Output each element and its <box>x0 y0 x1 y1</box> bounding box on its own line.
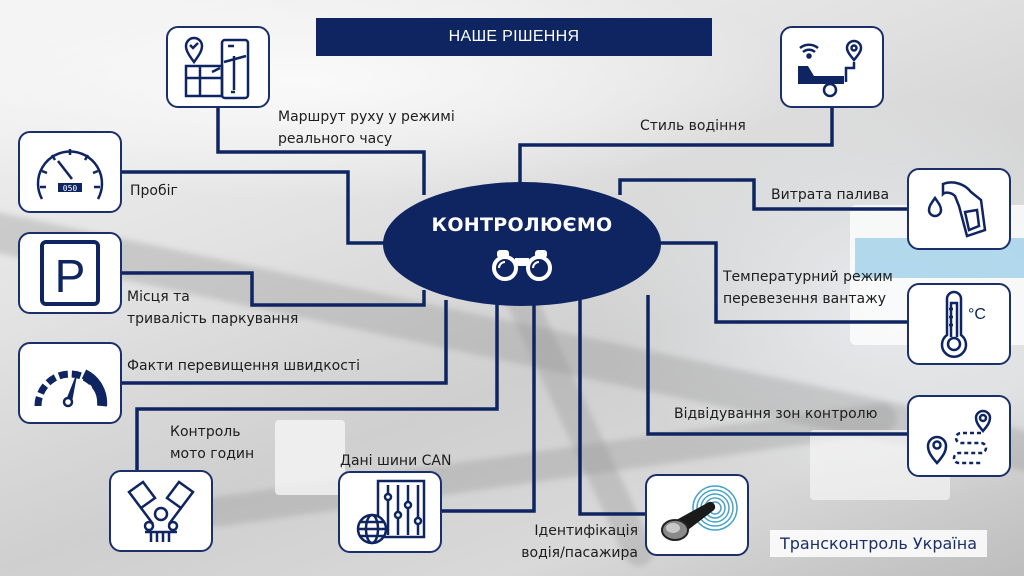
parking-label-line2: тривалість паркування <box>127 311 299 327</box>
temperature-label: Температурний режим перевезення вантажу <box>723 266 893 310</box>
ibutton-key-icon <box>661 485 738 541</box>
id-label-line1: Ідентифікація <box>534 523 638 539</box>
center-label: КОНТРОЛЮЄМО <box>431 214 613 236</box>
brand-name: Трансконтроль Україна <box>770 530 987 557</box>
engine-label: Контроль мото годин <box>170 421 254 465</box>
zones-label: Відвідування зон контролю <box>674 406 878 422</box>
background-truck <box>275 420 345 495</box>
slide-title: НАШЕ РІШЕННЯ <box>316 18 712 56</box>
center-node: КОНТРОЛЮЄМО <box>383 182 661 306</box>
route-label-line1: Маршрут руху у режимі <box>278 109 455 125</box>
odometer-icon: 050 <box>36 149 104 200</box>
mileage-icon-box: 050 <box>18 131 122 213</box>
celsius-unit: °C <box>968 306 986 323</box>
binoculars-icon <box>492 250 552 281</box>
parking-label: Місця та тривалість паркування <box>127 286 298 330</box>
can-bus-icon <box>356 479 426 545</box>
thermometer-icon: °C <box>940 290 986 358</box>
temperature-label-line2: перевезення вантажу <box>723 291 886 307</box>
style-label: Стиль водіння <box>640 118 746 134</box>
speedometer-icon <box>34 369 108 408</box>
zones-icon-box <box>907 395 1011 477</box>
fuel-label: Витрата палива <box>771 187 890 203</box>
route-pins-icon <box>926 409 992 465</box>
id-label-line2: водія/пасажира <box>521 545 638 561</box>
engine-label-line1: Контроль <box>170 424 241 440</box>
engine-label-line2: мото годин <box>170 446 255 462</box>
route-label: Маршрут руху у режимі реального часу <box>278 106 455 150</box>
can-label: Дані шини CAN <box>340 453 452 469</box>
mileage-label: Пробіг <box>130 183 178 199</box>
odometer-reading: 050 <box>63 184 78 193</box>
temperature-icon-box: °C <box>907 283 1011 365</box>
parking-label-line1: Місця та <box>127 289 190 305</box>
id-icon-box <box>645 474 749 556</box>
id-label: Ідентифікація водія/пасажира <box>500 520 638 564</box>
tow-truck-wifi-icon <box>798 39 863 98</box>
style-icon-box <box>780 26 884 108</box>
map-phone-icon <box>184 36 250 100</box>
parking-icon: P <box>40 240 100 306</box>
engine-icon-box <box>109 470 213 552</box>
route-label-line2: реального часу <box>278 131 393 147</box>
parking-icon-box: P <box>18 232 122 314</box>
speed-icon-box <box>18 342 122 424</box>
fuel-icon-box <box>907 168 1011 250</box>
engine-icon <box>127 480 195 542</box>
temperature-label-line1: Температурний режим <box>723 269 893 285</box>
speed-label: Факти перевищення швидкості <box>127 358 360 374</box>
route-icon-box <box>166 26 270 108</box>
can-icon-box <box>338 471 442 553</box>
fuel-nozzle-icon <box>927 181 987 238</box>
parking-sign: P <box>55 250 86 302</box>
